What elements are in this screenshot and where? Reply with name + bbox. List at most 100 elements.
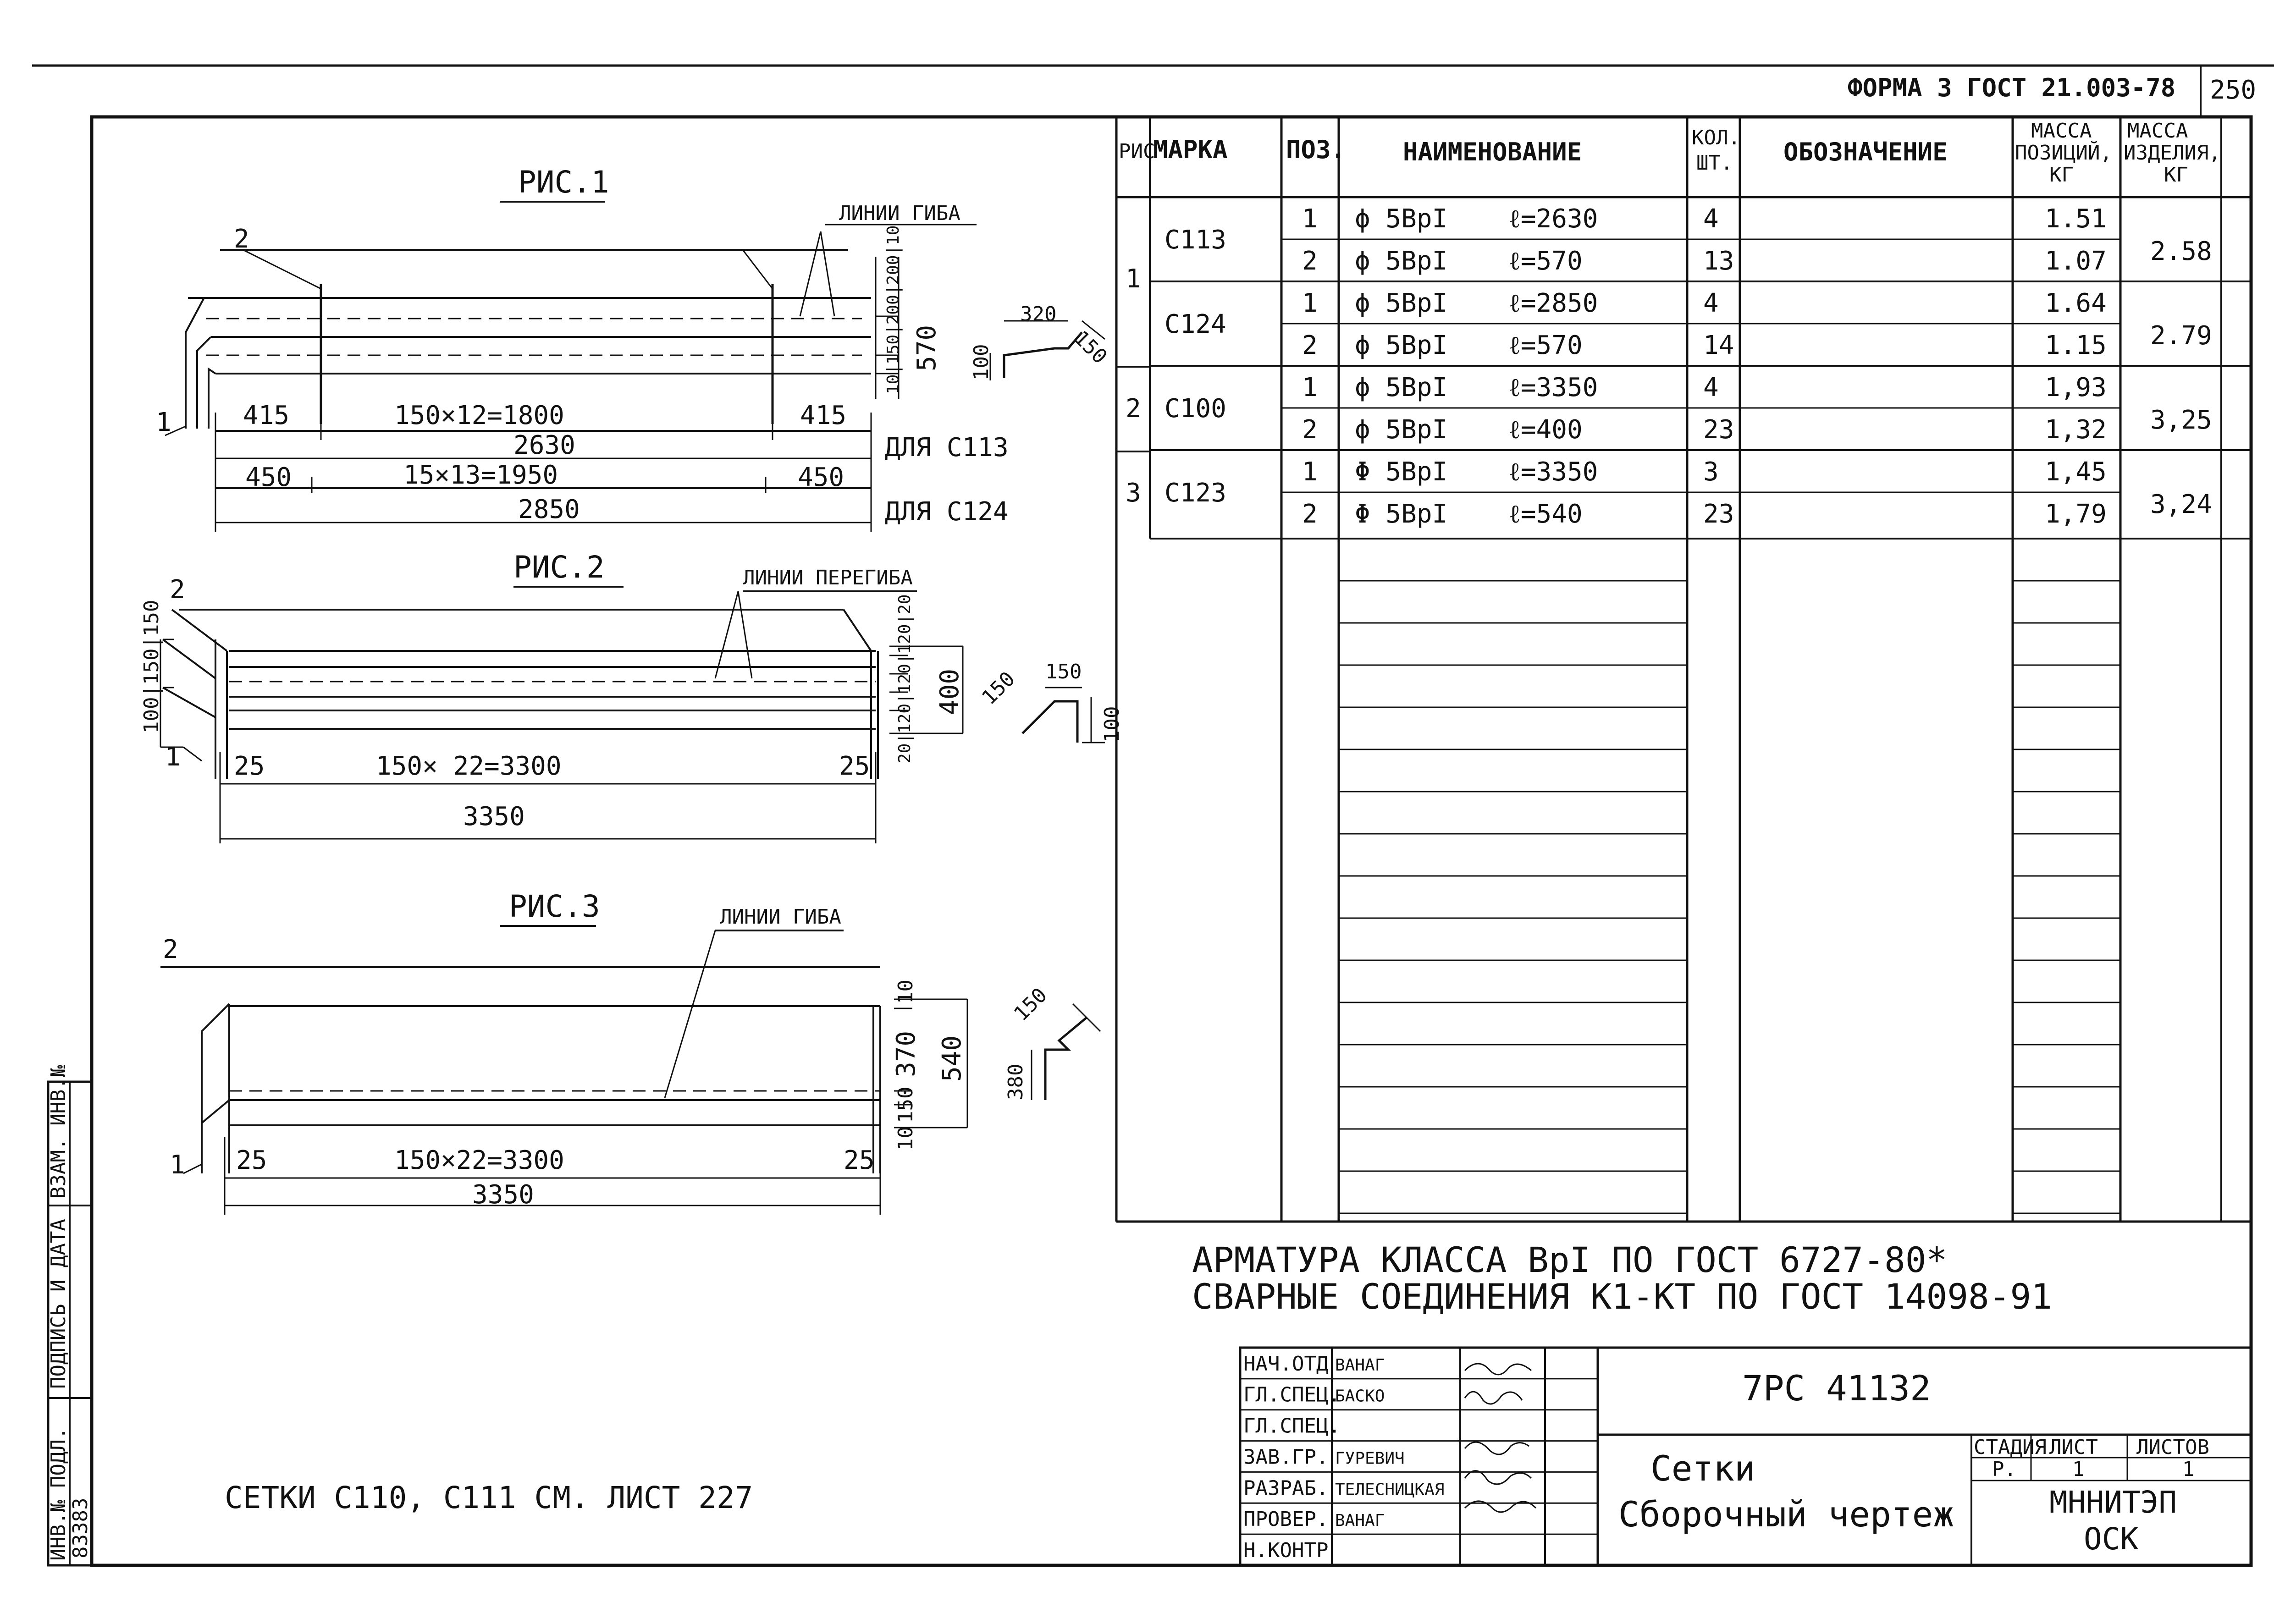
cell-naim: ϕ 5BрI — [1355, 330, 1447, 360]
role-label: Н.КОНТР — [1243, 1539, 1328, 1562]
cell-poz: 2 — [1302, 330, 1318, 360]
fig1-prof-100: 100 — [970, 344, 993, 380]
fig1-prof-150: 150 — [1069, 326, 1111, 369]
fig1-callout-1: 1 — [156, 407, 171, 437]
signatures — [1464, 1363, 1537, 1513]
fig3-callout-2: 2 — [163, 935, 178, 964]
page-number: 250 — [2210, 75, 2256, 105]
note-line-2: СВАРНЫЕ СОЕДИНЕНИЯ К1-КТ ПО ГОСТ 14098-9… — [1192, 1276, 2052, 1317]
cell-naim: ϕ 5BрI — [1355, 204, 1447, 234]
fig1-note-b: ДЛЯ С124 — [885, 497, 1009, 527]
cell-massa-poz: 1,79 — [2045, 499, 2107, 529]
cell-length: ℓ=400 — [1508, 415, 1583, 445]
cell-length: ℓ=3350 — [1508, 373, 1598, 402]
fig2-prof-150a: 150 — [977, 667, 1020, 710]
fig3-dim-total: 3350 — [472, 1180, 534, 1210]
stamp-inv-label: ИНВ.№ ПОДЛ. — [47, 1427, 70, 1561]
person-name: ВАНАГ — [1335, 1511, 1385, 1530]
fig1-dim-415a: 415 — [243, 401, 289, 430]
cell-naim: ϕ 5BрI — [1355, 373, 1447, 402]
fig3-dim-370: 370 — [891, 1031, 921, 1077]
sheet-frame — [32, 64, 2274, 1567]
spec-table-grid — [1115, 117, 2251, 1223]
fig2-dims-left: 100|150|150 — [140, 600, 163, 733]
cell-massa-poz: 1,32 — [2045, 415, 2107, 445]
role-label: ЗАВ.ГР. — [1243, 1445, 1328, 1469]
title-block-grid — [1239, 1346, 2252, 1567]
cell-massa-izd: 3,24 — [2150, 490, 2212, 519]
fig1-dims-vertical: 10|150|200|200|10 — [884, 226, 903, 394]
header-naim: НАИМЕНОВАНИЕ — [1403, 138, 1582, 166]
fig3-dim-10a: 10 — [894, 980, 917, 1004]
cell-naim: ϕ 5BрI — [1355, 288, 1447, 318]
spec-table-empty-rows — [1339, 580, 2120, 1214]
sheet-label: ЛИСТ — [2049, 1436, 2098, 1459]
cell-poz: 1 — [1302, 204, 1318, 234]
cell-massa-poz: 1.15 — [2045, 330, 2107, 360]
fig3-title: РИС.3 — [509, 889, 600, 924]
fig1-lines-label: ЛИНИИ ГИБА — [839, 202, 960, 225]
form-label: ФОРМА 3 ГОСТ 21.003-78 — [1848, 73, 2175, 102]
role-label: ГЛ.СПЕЦ. — [1243, 1383, 1341, 1407]
cell-poz: 1 — [1302, 288, 1318, 318]
fig2-callout-1: 1 — [165, 742, 181, 772]
note-line-1: АРМАТУРА КЛАССА ВрI ПО ГОСТ 6727-80* — [1192, 1239, 1947, 1280]
role-label: РАЗРАБ. — [1243, 1476, 1328, 1500]
stage-label: СТАДИЯ — [1974, 1436, 2047, 1459]
cell-length: ℓ=2630 — [1508, 204, 1598, 234]
person-name: БАСКО — [1335, 1387, 1385, 1406]
cell-qty: 4 — [1703, 288, 1719, 318]
cell-qty: 23 — [1703, 499, 1734, 529]
fig1-dim-middle-b: 15×13=1950 — [403, 460, 558, 490]
cell-naim: ϕ 5BрI — [1355, 246, 1447, 276]
cell-marka: С113 — [1165, 225, 1226, 255]
role-label: НАЧ.ОТД — [1243, 1352, 1328, 1376]
fig3-dim-25b: 25 — [844, 1145, 874, 1175]
person-name: ВАНАГ — [1335, 1356, 1385, 1375]
doc-title-1: Сетки — [1650, 1448, 1755, 1489]
fig3-dim-middle: 150×22=3300 — [394, 1145, 564, 1175]
cell-poz: 2 — [1302, 415, 1318, 445]
cell-ris: 2 — [1126, 394, 1141, 424]
cell-ris: 3 — [1126, 478, 1141, 508]
org-name-1: МННИТЭП — [2049, 1485, 2177, 1520]
fig1-prof-320: 320 — [1020, 303, 1056, 326]
spec-table-row-lines — [1150, 238, 2251, 493]
fig2-dim-400: 400 — [935, 669, 965, 715]
side-stamp — [47, 1080, 93, 1567]
cell-poz: 2 — [1302, 246, 1318, 276]
cell-length: ℓ=570 — [1508, 246, 1583, 276]
fig3-prof-380: 380 — [1004, 1064, 1027, 1100]
cell-poz: 2 — [1302, 499, 1318, 529]
cell-poz: 1 — [1302, 457, 1318, 487]
cell-marka: С123 — [1165, 478, 1226, 508]
cell-massa-izd: 2.58 — [2150, 237, 2212, 266]
fig2-dim-25b: 25 — [839, 751, 870, 781]
doc-code: 7РС 41132 — [1742, 1368, 1931, 1409]
sheets-label: ЛИСТОВ — [2136, 1436, 2209, 1459]
fig1-dim-570: 570 — [912, 325, 942, 371]
fig1-dim-450a: 450 — [245, 462, 292, 492]
header-poz: ПОЗ. — [1286, 135, 1346, 164]
cell-massa-poz: 1.07 — [2045, 246, 2107, 276]
fig1-title: РИС.1 — [518, 165, 609, 200]
fig2-dims-right: 20|120|120|120|20 — [895, 595, 914, 763]
cell-qty: 14 — [1703, 330, 1734, 360]
fig1-dim-450b: 450 — [798, 462, 844, 492]
cell-massa-poz: 1.64 — [2045, 288, 2107, 318]
cell-length: ℓ=3350 — [1508, 457, 1598, 487]
fig3-prof-150: 150 — [1010, 984, 1052, 1026]
stage-value: Р. — [1992, 1458, 2016, 1481]
stamp-sign-label: ПОДПИСЬ И ДАТА — [47, 1219, 70, 1389]
header-ris: РИС — [1119, 140, 1155, 163]
fig1-dim-total-b: 2850 — [518, 495, 580, 524]
fig1-dim-middle: 150×12=1800 — [394, 401, 564, 430]
stamp-inv-value: 83383 — [69, 1498, 92, 1558]
cell-massa-poz: 1.51 — [2045, 204, 2107, 234]
fig2-dim-25a: 25 — [234, 751, 265, 781]
